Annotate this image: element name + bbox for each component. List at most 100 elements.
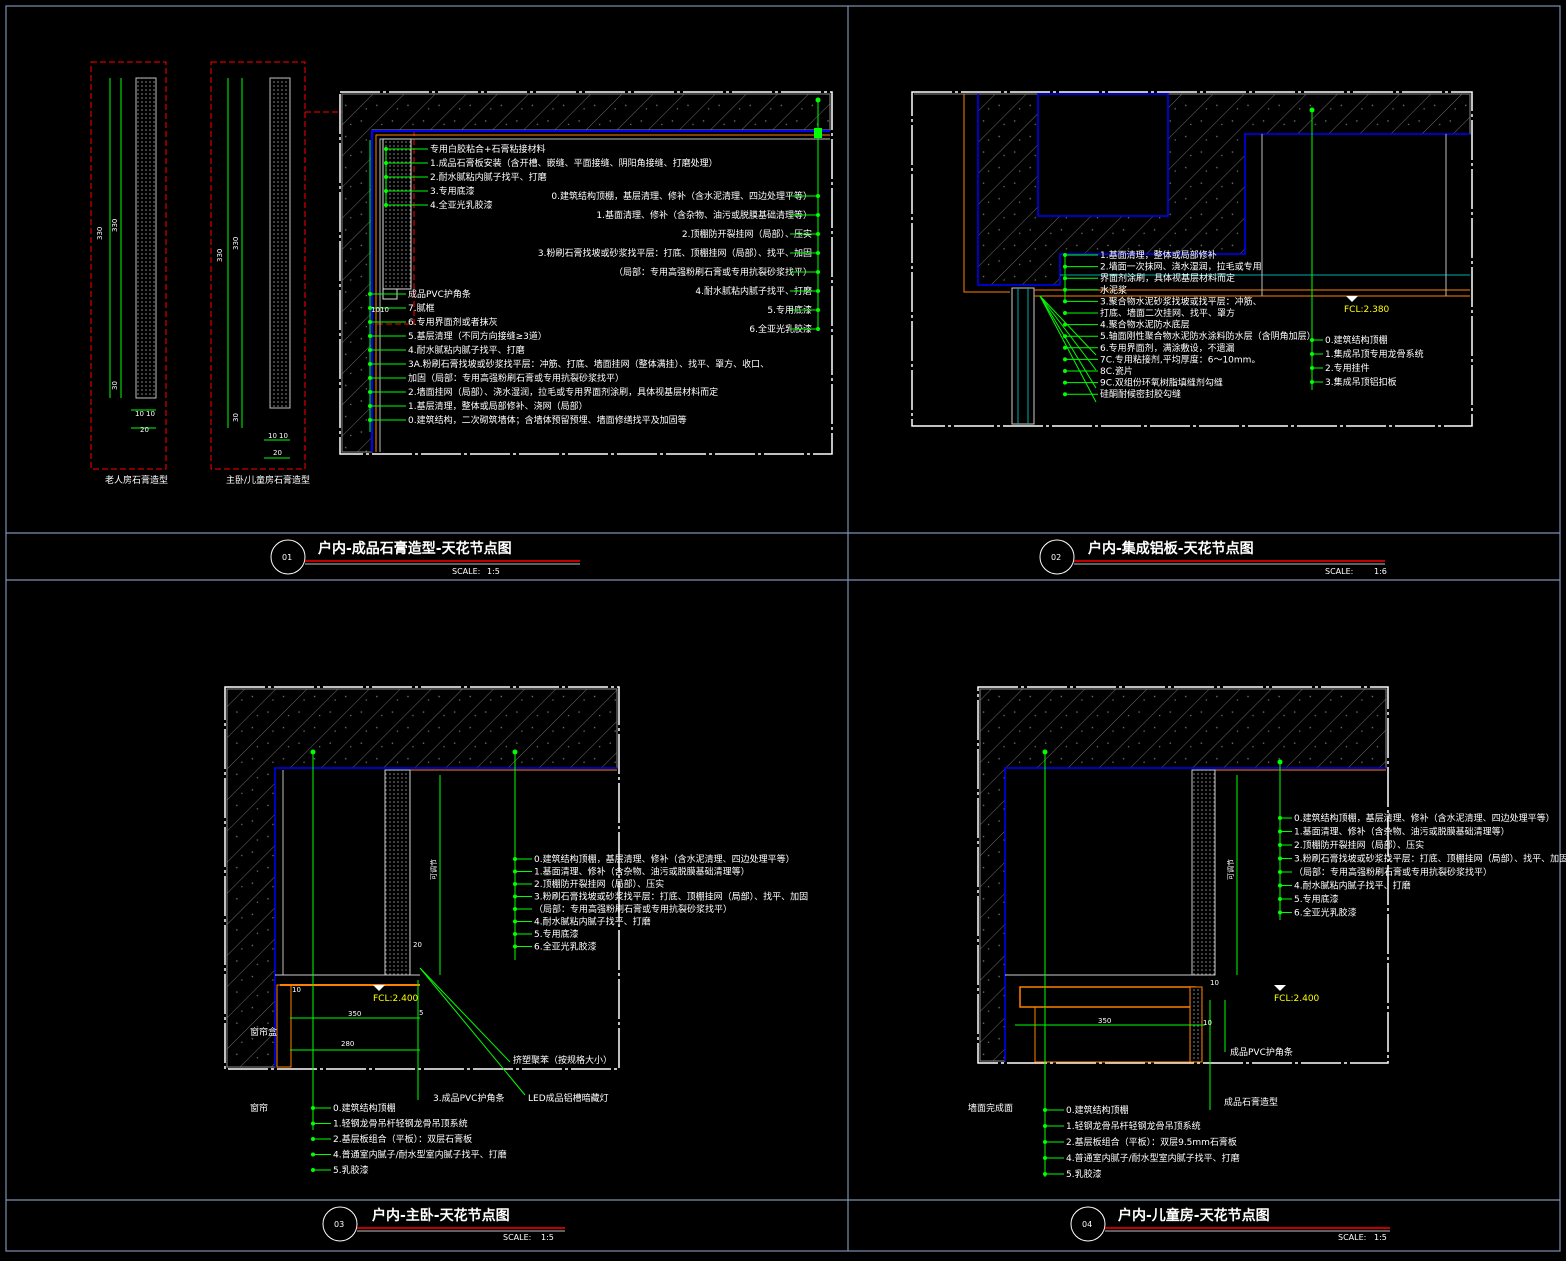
note-text: 4.耐水腻粘内腻子找平、打磨 — [408, 344, 525, 356]
leader-dot — [512, 749, 518, 755]
leader-dot — [384, 203, 388, 207]
fcl-level: FCL:2.400 — [1274, 994, 1320, 1004]
note-text: 0.建筑结构顶棚 — [1066, 1104, 1129, 1116]
leader-dot — [1310, 338, 1314, 342]
leader-dot — [513, 919, 517, 924]
note-text: （局部：专用高强粉刷石膏或专用抗裂砂浆找平） — [614, 266, 812, 278]
panel-02-detail: FCL:2.380 1.基面清理，整体或局部修补2.墙面一次抹网、浇水湿润，拉毛… — [911, 91, 1473, 427]
note-text: 加固（局部：专用高强粉刷石膏或专用抗裂砂浆找平） — [408, 372, 624, 384]
leader-dot — [1063, 276, 1067, 281]
detail-dimension: 10 — [1210, 979, 1219, 987]
profile-dimension: 10 — [135, 410, 144, 418]
panel-04-detail: FCL:2.400 可调节 350 10 10 0.建筑结构顶棚，基层清理、修补… — [968, 686, 1566, 1180]
note-text: 7C.专用粘接剂,平均厚度：6～10mm。 — [1100, 353, 1260, 365]
detail-number-bubble — [270, 539, 306, 575]
leader-dot — [384, 175, 388, 179]
note-text: 0.建筑结构顶棚 — [1325, 334, 1388, 346]
note-text: 5.乳胶漆 — [1066, 1168, 1102, 1180]
note-text: 5.专用底漆 — [1294, 893, 1339, 905]
profile-dimension: 10 — [279, 432, 288, 440]
plaster-line — [379, 138, 830, 452]
gypsum-profile-shape — [269, 77, 291, 409]
scale-label: SCALE: — [1338, 1233, 1366, 1242]
leader-dot — [1278, 856, 1282, 861]
detail-number: 03 — [334, 1220, 344, 1229]
note-text: 5.轴面刚性聚合物水泥防水涂料防水层（含阴角加层） — [1100, 330, 1316, 342]
leader-dot — [1063, 357, 1067, 362]
level-marker — [373, 985, 385, 991]
note-text: 0.建筑结构，二次砌筑墙体；含墙体预留预埋、墙面修缮找平及加固等 — [408, 414, 687, 426]
leader-dot — [513, 932, 517, 936]
note-text: 1.基面清理、修补（含杂物、油污或脱膜基础清理等） — [534, 866, 750, 878]
xps-label: 挤塑聚苯（按规格大小） — [513, 1054, 612, 1066]
curtain-box-wall — [384, 769, 411, 976]
molding-wall — [1191, 769, 1216, 976]
note-text: 1.基面清理、修补（含杂物、油污或脱膜基础清理等） — [1294, 826, 1510, 838]
level-marker — [1274, 985, 1286, 991]
leader-dot — [1063, 334, 1067, 339]
detail-number: 02 — [1051, 553, 1061, 562]
leader-dot — [1278, 843, 1282, 847]
detail-dimension: 20 — [413, 941, 422, 949]
scale-label: SCALE: — [452, 567, 480, 576]
detail-title: 户内-儿童房-天花节点图 — [1118, 1207, 1270, 1224]
leader-dot — [1042, 749, 1048, 755]
note-text: 0.建筑结构顶棚，基层清理、修补（含水泥清理、四边处理平等） — [1294, 812, 1555, 824]
notes-bottom: 0.建筑结构顶棚1.轻钢龙骨吊杆轻钢龙骨吊顶系统2.基层板组合（平板）：双层石膏… — [311, 1102, 507, 1176]
note-text: 7.腻框 — [408, 302, 435, 314]
note-text: 3.粉刷石膏找坡或砂浆找平层：打底、顶棚挂网（局部）、找平、加固 — [538, 247, 812, 259]
notes-left: 1.基面清理，整体或局部修补2.墙面一次抹网、浇水湿润，拉毛或专用界面剂涂刷，具… — [1063, 249, 1316, 400]
leader-dot — [1043, 1140, 1047, 1144]
leader-dot — [816, 270, 820, 274]
notes-bottom: 成品PVC护角条7.腻框6.专用界面剂或者抹灰5.基层清理（不同方向接缝≥3道）… — [368, 288, 769, 426]
note-text: 2.顶棚防开裂挂网（局部）、压实 — [1294, 839, 1424, 851]
leader-dot — [368, 292, 372, 296]
leader-dot — [384, 161, 388, 165]
profile-dimension: 330 — [232, 237, 240, 250]
note-text: 6.专用界面剂或者抹灰 — [408, 316, 498, 328]
note-text: 2.基层板组合（平板）：双层9.5mm石膏板 — [1066, 1136, 1237, 1148]
leader-dot — [1310, 352, 1314, 356]
structure-line — [977, 94, 1470, 286]
leader-fan — [1039, 295, 1097, 403]
molding-body — [1034, 1006, 1196, 1063]
leader-dot — [816, 213, 820, 217]
gypsum-profile-shape — [135, 77, 157, 399]
leader-dot — [368, 390, 372, 394]
wall-finish-label: 墙面完成面 — [968, 1102, 1013, 1114]
panel-01-detail: 330 330 30 10 10 20 老人房石膏造型 330 330 30 1… — [90, 61, 833, 486]
profile-dimension: 10 — [268, 432, 277, 440]
gypsum-molding-label: 成品石膏造型 — [1224, 1096, 1278, 1108]
note-text: 2.顶棚防开裂挂网（局部）、压实 — [534, 878, 664, 890]
detail-frame — [977, 686, 1389, 1064]
note-text: 1.基层清理，整体或局部修补、浇网（局部） — [408, 400, 588, 412]
notes-bottom: 0.建筑结构顶棚 1.轻钢龙骨吊杆轻钢龙骨吊顶系统 2.基层板组合（平板）：双层9.… — [1043, 1104, 1240, 1180]
leader-dot — [368, 320, 372, 324]
note-text: 8C.瓷片 — [1100, 365, 1133, 377]
scale-value: 1:5 — [487, 567, 500, 576]
note-text: 1.轻钢龙骨吊杆轻钢龙骨吊顶系统 — [1066, 1120, 1201, 1132]
leader-diagonal — [419, 967, 511, 1063]
fcl-level: FCL:2.380 — [1344, 305, 1390, 315]
scale-label: SCALE: — [503, 1233, 531, 1242]
window-frame — [1011, 287, 1035, 425]
leader-dot — [1063, 369, 1067, 373]
note-text: 3.集成吊顶铝扣板 — [1325, 376, 1397, 388]
note-text: 3.粉刷石膏找坡或砂浆找平层：打底、顶棚挂网（局部）、找平、加固 — [1294, 853, 1566, 865]
leader-dot — [816, 327, 820, 331]
panel-04-title-block: 04 户内-儿童房-天花节点图 SCALE: 1:5 — [1070, 1206, 1390, 1242]
leader-dot — [513, 869, 517, 874]
leader-dot — [1063, 287, 1067, 292]
leader-dot — [815, 97, 821, 103]
leader-dot — [1310, 366, 1314, 370]
note-text: 1.基面清理，整体或局部修补 — [1100, 249, 1217, 261]
profile-dimension: 30 — [111, 381, 119, 390]
detail-frame — [911, 91, 1473, 427]
detail-frame — [224, 686, 620, 1070]
note-text: 2.墙面一次抹网、浇水湿润，拉毛或专用 — [1100, 261, 1262, 273]
leader-dot — [513, 857, 517, 861]
detail-dimension: 可调节 — [1226, 859, 1235, 880]
note-text: 水泥浆 — [1100, 284, 1127, 296]
leader-dot — [1043, 1156, 1047, 1160]
note-text: 6.全亚光乳胶漆 — [749, 323, 812, 335]
